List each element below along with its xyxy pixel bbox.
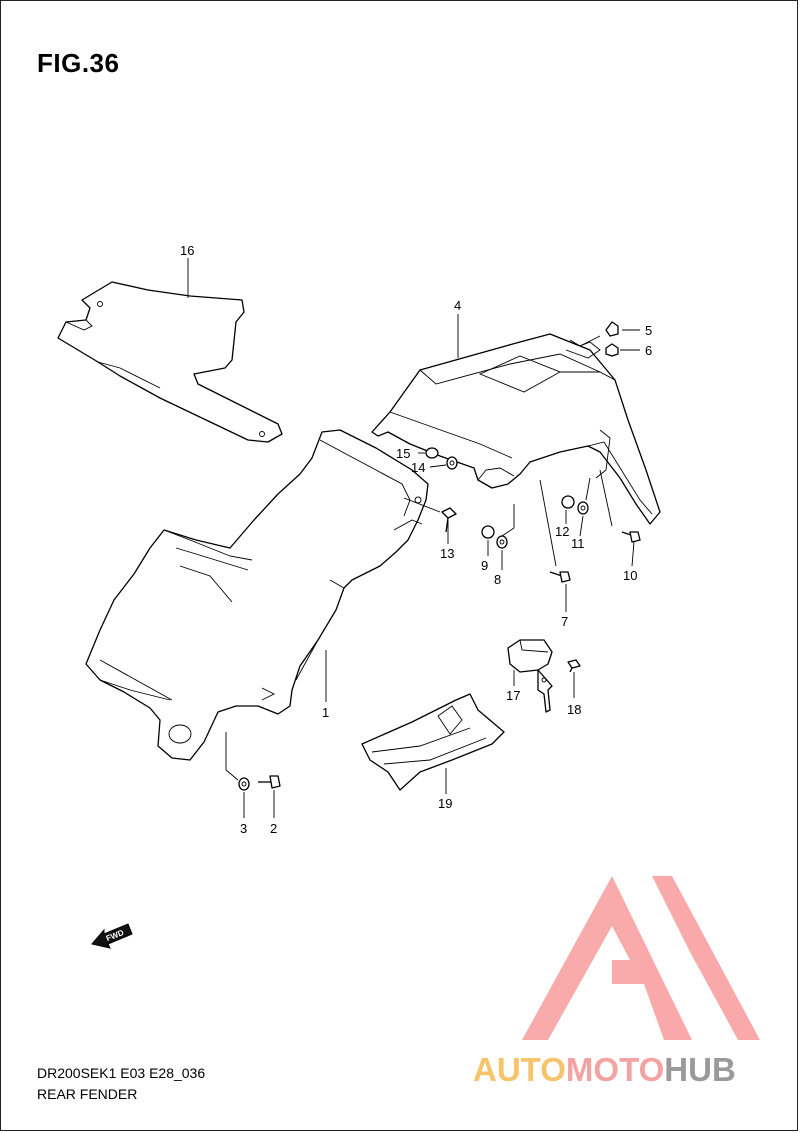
- callout-7: 7: [561, 614, 568, 629]
- callout-17: 17: [506, 688, 520, 703]
- watermark-auto: AUTO: [473, 1051, 566, 1088]
- watermark-logo-icon: [522, 876, 760, 1040]
- leader-lines: [187, 258, 640, 818]
- figure-title: FIG.36: [37, 48, 120, 78]
- watermark-moto: MOTO: [565, 1051, 665, 1088]
- part-1-rear-fender-lower: [85, 429, 429, 761]
- callout-15: 15: [396, 446, 410, 461]
- callout-5: 5: [645, 323, 652, 338]
- model-code: DR200SEK1 E03 E28_036: [37, 1065, 206, 1081]
- callout-3: 3: [240, 821, 247, 836]
- watermark-brand: AUTOMOTOHUB: [473, 1051, 736, 1089]
- fwd-arrow-icon: FWD: [91, 923, 133, 949]
- callout-8: 8: [494, 572, 501, 587]
- callout-labels: 1 2 3 4 5 6 7 8 9 10 11 12 13 14 15 16 1…: [180, 243, 652, 836]
- callout-18: 18: [567, 702, 581, 717]
- callout-2: 2: [270, 821, 277, 836]
- part-17-lock: [507, 639, 553, 713]
- callout-14: 14: [411, 460, 425, 475]
- callout-12: 12: [555, 524, 569, 539]
- part-4-rear-fender: [371, 333, 661, 525]
- callout-6: 6: [645, 343, 652, 358]
- callout-9: 9: [481, 558, 488, 573]
- callout-10: 10: [623, 568, 637, 583]
- part-19-tool-bag: [361, 693, 505, 791]
- hardware: [238, 321, 641, 791]
- callout-11: 11: [571, 536, 585, 551]
- callout-4: 4: [454, 298, 461, 313]
- section-name: REAR FENDER: [37, 1086, 138, 1102]
- callout-13: 13: [440, 546, 454, 561]
- callout-1: 1: [322, 705, 329, 720]
- watermark-hub: HUB: [664, 1051, 736, 1088]
- callout-16: 16: [180, 243, 194, 258]
- part-16-sheet: [57, 281, 283, 443]
- callout-19: 19: [438, 796, 452, 811]
